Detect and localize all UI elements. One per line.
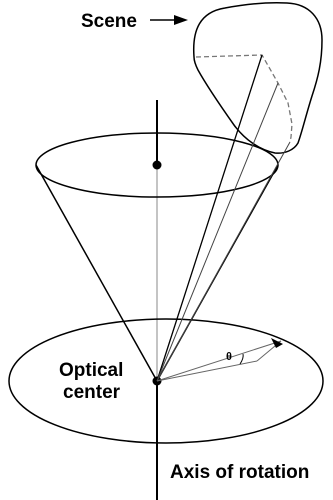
scene-label: Scene [81,11,137,32]
angle-arc [239,353,244,365]
angle-ref-line [156,360,258,382]
optical-center-label-line1: Optical [59,360,123,381]
axis-of-rotation-label: Axis of rotation [170,462,309,483]
ray-3 [156,141,291,382]
angle-label: θ [226,351,232,363]
rotation-plane-ellipse [8,318,324,444]
ray-2 [156,82,279,382]
ray-1 [156,54,263,382]
rotation-arrowhead [271,338,283,348]
optical-center-label-line2: center [63,382,121,403]
axis-point [152,160,162,170]
angle-rotated-line [156,340,282,382]
scene-arrow-head [174,15,188,25]
cone-left-edge [35,164,158,382]
scene-shape [192,2,323,154]
